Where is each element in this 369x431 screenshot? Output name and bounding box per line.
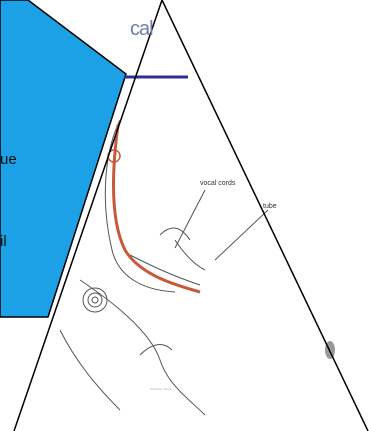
heading-fragment: cal [130, 18, 153, 41]
endotracheal-tube [114, 125, 200, 292]
tube-label: tube [263, 203, 277, 210]
small-caption: ~~~~ ~~~ [150, 387, 172, 393]
panel-text-line-2: il [0, 233, 7, 250]
panel-text-line-1: ue [0, 151, 17, 168]
vocal-cords-label: vocal cords [200, 180, 235, 187]
